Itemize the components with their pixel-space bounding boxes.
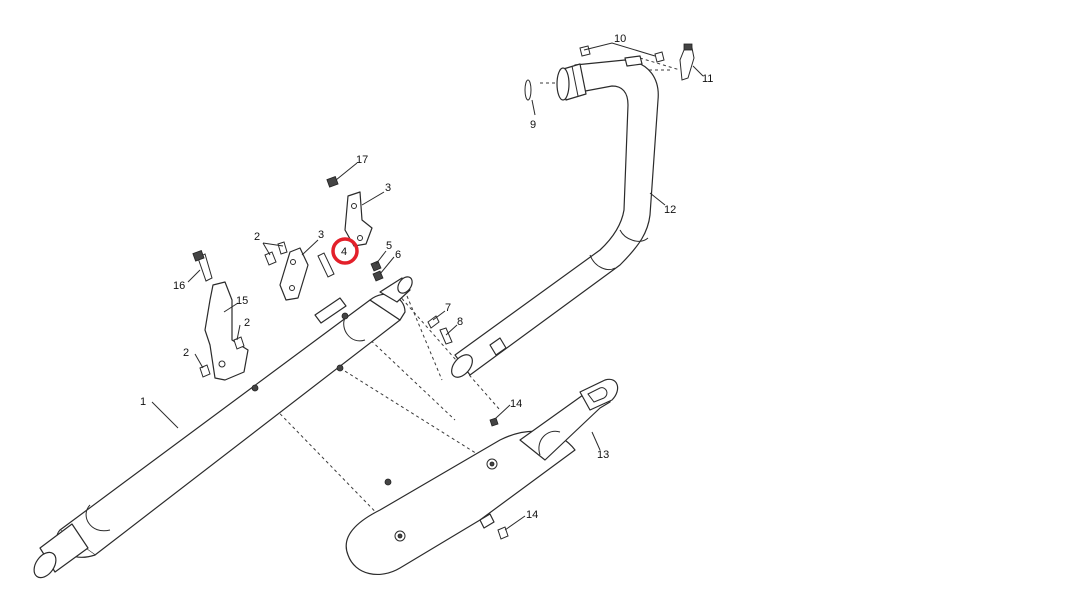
callout-2-bracket: 2 [244, 317, 250, 329]
callout-17: 17 [356, 154, 368, 166]
callout-4: 4 [341, 246, 347, 258]
part-muffler-tube [33, 276, 413, 579]
callout-10: 10 [614, 33, 626, 45]
hardware [192, 43, 695, 540]
part-header-pipe [451, 55, 659, 378]
callout-1: 1 [140, 396, 146, 408]
callout-9: 9 [530, 119, 536, 131]
callout-11: 11 [702, 73, 713, 85]
highlight-ring [331, 237, 359, 265]
callout-7: 7 [445, 302, 451, 314]
leader-lines [151, 42, 704, 531]
callout-13: 13 [597, 449, 609, 461]
part-bracket-3 [279, 191, 373, 301]
callout-6: 6 [395, 249, 401, 261]
part-heat-shield [345, 378, 619, 576]
callout-16: 16 [173, 280, 185, 292]
callout-3-left: 3 [318, 229, 324, 241]
callout-numbers: 1 2 2 2 3 3 4 5 6 7 8 9 10 11 12 13 14 1… [140, 33, 713, 521]
part-bracket-15 [204, 281, 249, 381]
callout-15: 15 [236, 295, 248, 307]
callout-5: 5 [386, 240, 392, 252]
callout-14-upper: 14 [510, 398, 522, 410]
callout-8: 8 [457, 316, 463, 328]
callout-14-lower: 14 [526, 509, 538, 521]
callout-2-upper: 2 [254, 231, 260, 243]
callout-3-right: 3 [385, 182, 391, 194]
callout-12: 12 [664, 204, 676, 216]
callout-2-lower: 2 [183, 347, 189, 359]
